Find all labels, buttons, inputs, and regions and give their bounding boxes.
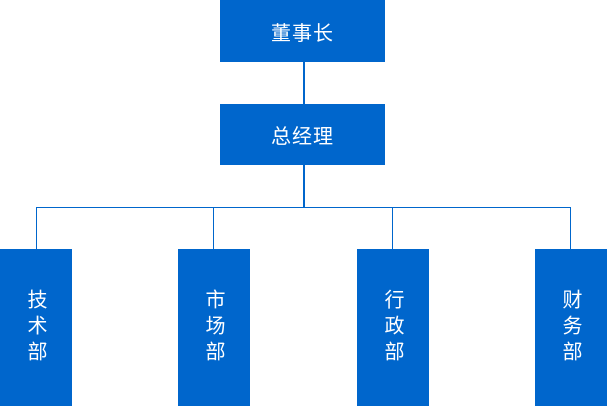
- connector-horizontal-bus: [36, 207, 571, 208]
- department-box-admin: 行政部: [357, 249, 429, 406]
- connector-chairman-to-gm: [303, 62, 305, 104]
- department-box-marketing: 市场部: [178, 249, 250, 406]
- connector-bus-to-dept-3: [392, 207, 393, 249]
- department-box-finance: 财务部: [535, 249, 607, 406]
- department-label: 财务部: [559, 288, 583, 367]
- general-manager-label: 总经理: [271, 124, 334, 148]
- department-label: 市场部: [202, 288, 226, 367]
- department-label: 行政部: [381, 288, 405, 367]
- connector-gm-to-bus: [303, 165, 305, 208]
- connector-bus-to-dept-1: [36, 207, 37, 249]
- department-label: 技术部: [24, 288, 48, 367]
- department-box-tech: 技术部: [0, 249, 72, 406]
- chairman-box: 董事长: [220, 0, 385, 62]
- chairman-label: 董事长: [271, 20, 334, 45]
- connector-bus-to-dept-2: [213, 207, 214, 249]
- connector-bus-to-dept-4: [570, 207, 571, 249]
- general-manager-box: 总经理: [220, 104, 385, 165]
